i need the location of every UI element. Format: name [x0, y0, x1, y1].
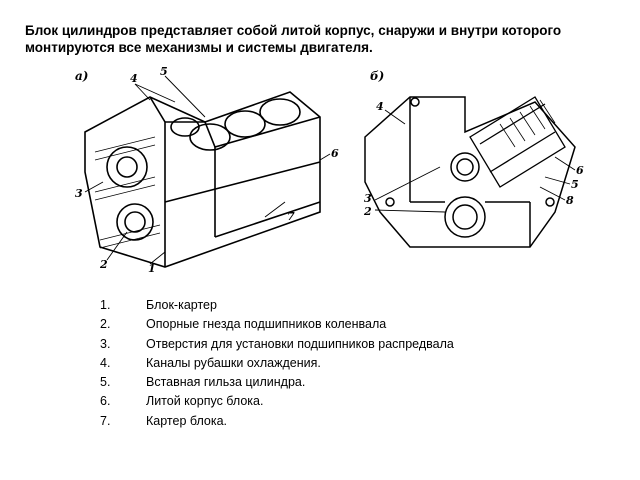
cross-section-drawing: б)	[363, 69, 584, 248]
legend-number: 2.	[100, 317, 111, 332]
legend-number: 6.	[100, 394, 111, 409]
callout-b-5: 5	[571, 178, 579, 191]
parts-legend: 1. Блок-картер 2. Опорные гнезда подшипник…	[100, 296, 454, 431]
callout-a-6: 6	[331, 147, 339, 160]
callout-b-6: 6	[576, 164, 584, 177]
legend-item: 7. Картер блока.	[100, 412, 454, 431]
legend-number: 3.	[100, 336, 111, 351]
callout-b-4: 4	[376, 100, 384, 113]
callout-b-8: 8	[566, 194, 574, 207]
legend-item: 4. Каналы рубашки охлаждения.	[100, 354, 454, 373]
callout-a-7: 7	[287, 210, 295, 223]
legend-text: Отверстия для установки подшипников расп…	[146, 336, 454, 351]
legend-number: 5.	[100, 375, 111, 390]
cylinder-block-drawing: а)	[75, 65, 339, 275]
legend-number: 1.	[100, 298, 111, 312]
legend-text: Блок-картер	[146, 298, 217, 312]
legend-number: 7.	[100, 413, 111, 428]
callout-a-5: 5	[160, 65, 168, 78]
legend-number: 4.	[100, 355, 111, 370]
legend-item: 1. Блок-картер	[100, 296, 454, 315]
legend-item: 6. Литой корпус блока.	[100, 392, 454, 411]
callout-a-2: 2	[99, 258, 108, 271]
legend-text: Каналы рубашки охлаждения.	[146, 355, 321, 370]
callout-b-2: 2	[363, 205, 372, 218]
legend-text: Картер блока.	[146, 413, 228, 428]
legend-text: Литой корпус блока.	[146, 394, 264, 409]
callout-b-3: 3	[364, 192, 372, 205]
legend-text: Вставная гильза цилиндра.	[146, 375, 306, 390]
cylinder-block-figure-b: б)	[350, 62, 590, 277]
legend-text: Опорные гнезда подшипников коленвала	[146, 317, 387, 332]
legend-item: 2. Опорные гнезда подшипников коленвала	[100, 315, 454, 334]
figure-a-label: а)	[75, 69, 88, 83]
legend-item: 5. Вставная гильза цилиндра.	[100, 373, 454, 392]
callout-a-4: 4	[130, 72, 138, 85]
cylinder-block-figure-a: а)	[55, 62, 345, 277]
page-title: Блок цилиндров представляет собой литой …	[25, 23, 562, 55]
legend-item: 3. Отверстия для установки подшипников ра…	[100, 335, 454, 354]
figure-b-label: б)	[370, 69, 384, 83]
callout-a-3: 3	[75, 187, 83, 200]
callout-a-1: 1	[148, 262, 156, 275]
